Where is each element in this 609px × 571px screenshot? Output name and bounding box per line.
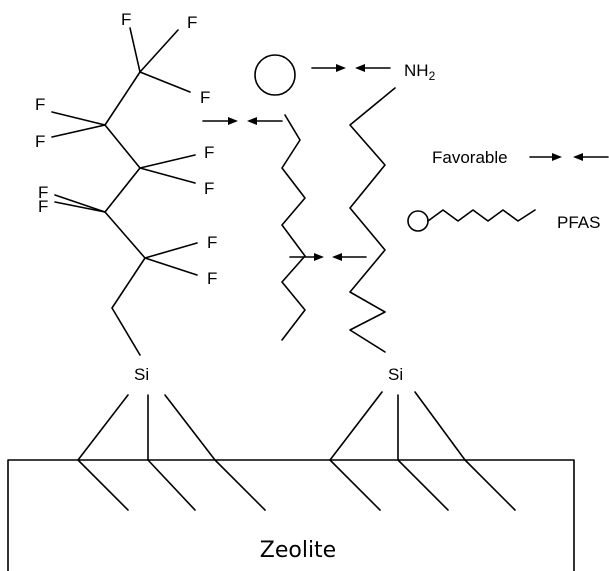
- fluorinated-silane-chain: F F F F F F F F F F F Si: [35, 10, 217, 384]
- fluorine-label: F: [38, 197, 48, 216]
- arrowhead: [552, 153, 562, 161]
- pfas-molecule: [254, 54, 306, 341]
- framework-bond: [397, 459, 449, 511]
- arrowhead: [247, 117, 257, 125]
- amine-backbone: [349, 87, 396, 353]
- fluorine-label: F: [35, 95, 45, 114]
- fluorinated-backbone: [104, 71, 146, 356]
- surface-linkages: [77, 391, 516, 511]
- arrowhead: [573, 153, 583, 161]
- framework-bond: [329, 459, 381, 511]
- fluorine-label: F: [200, 88, 210, 107]
- framework-bond: [77, 459, 129, 511]
- arrowhead: [228, 117, 238, 125]
- zeolite-substrate: Zeolite: [7, 459, 575, 571]
- fluorine-label: F: [207, 233, 217, 252]
- si-o-bond: [414, 391, 466, 461]
- interaction-arrows: [202, 64, 391, 261]
- zeolite-label: Zeolite: [260, 538, 336, 563]
- arrowhead: [336, 64, 346, 72]
- fluorine-label: F: [35, 132, 45, 151]
- cf-bond: [54, 194, 106, 213]
- fluorine-label: F: [187, 13, 197, 32]
- legend-pfas-head: [407, 210, 429, 232]
- fluorine-label: F: [204, 143, 214, 162]
- cf-bond: [129, 27, 141, 73]
- zeolite-outline: [7, 459, 575, 571]
- fluorine-label: F: [121, 10, 131, 29]
- pfas-head-group: [254, 54, 296, 96]
- cf-bond: [139, 167, 196, 184]
- legend-pfas-label: PFAS: [557, 213, 600, 232]
- cf-bond: [144, 242, 198, 259]
- framework-bond: [464, 459, 516, 511]
- framework-bond: [147, 459, 196, 511]
- cf-bond: [51, 111, 106, 126]
- fluorine-label: F: [207, 269, 217, 288]
- cf-bond: [144, 257, 198, 276]
- cf-bond: [139, 71, 191, 93]
- cf-bond: [139, 154, 196, 169]
- legend-pfas-tail: [427, 209, 536, 222]
- pfas-tail: [281, 114, 306, 341]
- cf-bond: [139, 29, 179, 73]
- amine-label: NH2: [404, 61, 436, 83]
- fluorine-label: F: [204, 179, 214, 198]
- legend: Favorable PFAS: [407, 148, 609, 232]
- silicon-label-right: Si: [388, 365, 403, 384]
- cf-bond: [54, 201, 106, 213]
- fluorine-label: F: [38, 183, 48, 202]
- amine-silane-chain: NH2 Si: [349, 61, 436, 384]
- si-o-bond: [329, 391, 383, 461]
- si-o-bond: [77, 394, 129, 461]
- arrowhead: [332, 253, 342, 261]
- arrowhead: [355, 64, 365, 72]
- legend-favorable-label: Favorable: [432, 148, 508, 167]
- framework-bond: [214, 459, 266, 511]
- silicon-label-left: Si: [134, 365, 149, 384]
- si-o-bond: [164, 394, 216, 461]
- cf-bond: [51, 124, 106, 138]
- arrowhead: [314, 253, 324, 261]
